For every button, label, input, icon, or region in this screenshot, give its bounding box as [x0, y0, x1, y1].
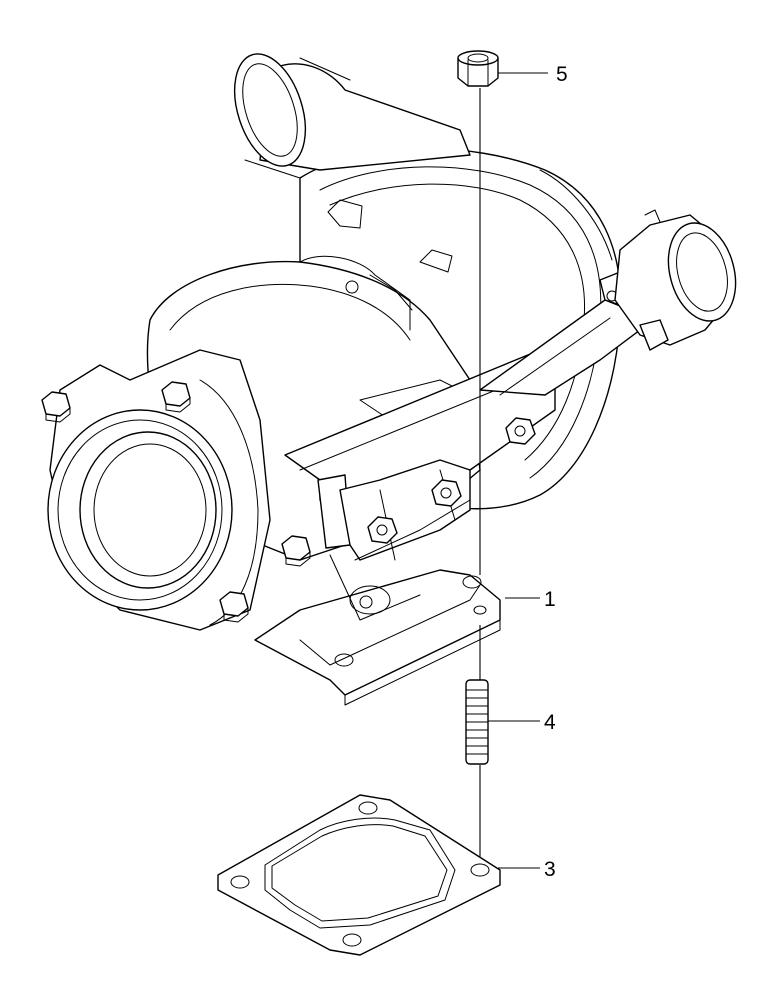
leader-lines: [488, 72, 548, 869]
part-3-gasket: [217, 794, 501, 956]
bolt-head: [281, 535, 311, 567]
compressor-inlet: [47, 349, 271, 631]
bracket-bolts: [367, 417, 536, 544]
bolt-head: [219, 591, 249, 623]
callout-part-5: 5: [556, 63, 568, 86]
bolt-head: [431, 479, 462, 507]
callout-part-3: 3: [544, 858, 556, 881]
bolt-head: [161, 381, 191, 413]
wastegate-actuator: [614, 209, 737, 351]
callout-part-4: 4: [544, 711, 556, 734]
part-5-nut: [457, 50, 499, 87]
bolt-head: [41, 391, 71, 423]
housing-bolts: [41, 381, 311, 623]
part-4-stud: [465, 679, 489, 765]
bolt-head: [367, 516, 398, 544]
turbine-flange: [254, 569, 501, 706]
bolt-head: [505, 417, 536, 445]
callout-part-1: 1: [544, 588, 556, 611]
